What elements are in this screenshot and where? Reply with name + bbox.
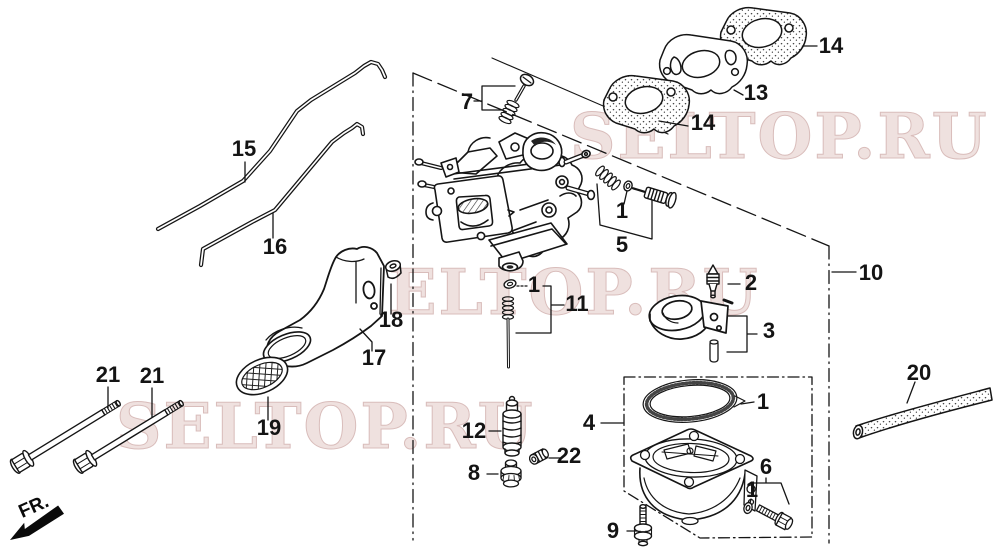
part-22-main-jet [528,448,549,465]
callout-19: 19 [257,415,281,440]
callout-9: 9 [607,518,619,543]
callout-16: 16 [263,234,287,259]
part-8-seat-set [500,459,522,488]
callout-2: 2 [745,270,757,295]
callout-1-drain-washer: 1 [746,477,758,502]
part-17-intake-pipe [262,246,385,368]
part-1-bowl-gasket [642,379,746,423]
callout-14-top: 14 [819,33,844,58]
callout-leader-lines [107,45,916,532]
part-7-screw-set [498,73,535,125]
part-float-bowl [629,428,758,526]
part-5-pilot-screw-set [595,165,677,209]
part-3-ring-set [648,294,734,363]
front-arrow-icon [10,505,64,540]
part-6-bowl-screw [743,501,794,531]
part-16-throttle-rod [198,121,366,268]
part-21-bolt-a [9,399,121,474]
callout-7: 7 [461,89,473,114]
callout-labels: 7 14 13 14 15 16 1 5 10 2 3 1 11 18 17 2… [96,33,931,543]
part-12-main-nozzle [502,395,522,457]
part-14-gasket-bottom [602,74,691,134]
part-2-float-valve [706,264,720,299]
callout-1-washer: 1 [616,198,628,223]
callout-22: 22 [557,443,581,468]
callout-21-a: 21 [96,362,120,387]
callout-12: 12 [462,418,486,443]
part-20-fuel-tube [852,387,993,440]
callout-5: 5 [616,232,628,257]
callout-4: 4 [583,410,596,435]
part-9-drain-bolt [633,504,653,547]
callout-13: 13 [744,80,768,105]
callout-18: 18 [379,307,403,332]
callout-1-needle-washer: 1 [528,272,540,297]
part-11-jet-needle-set [501,279,517,369]
callout-3: 3 [763,318,775,343]
part-15-choke-rod [155,59,388,232]
callout-20: 20 [907,360,931,385]
callout-17: 17 [362,345,386,370]
watermark-text: SELTOP.RU [116,389,535,463]
callout-1-bowl-gasket: 1 [757,389,769,414]
callout-10: 10 [859,260,883,285]
callout-14-bottom: 14 [691,110,716,135]
part-carburetor-body [414,131,596,272]
watermarks: SELTOP.RU SELTOP.RU SELTOP.RU [116,99,988,464]
callout-11: 11 [565,291,588,316]
callout-6: 6 [760,454,772,479]
callout-21-b: 21 [140,363,164,388]
front-direction-marker: FR. [10,491,64,540]
callout-8: 8 [468,460,480,485]
part-18-bushing [384,259,402,280]
part-19-screen [235,356,289,396]
part-21-bolt-b [72,399,184,474]
callout-15: 15 [232,136,256,161]
